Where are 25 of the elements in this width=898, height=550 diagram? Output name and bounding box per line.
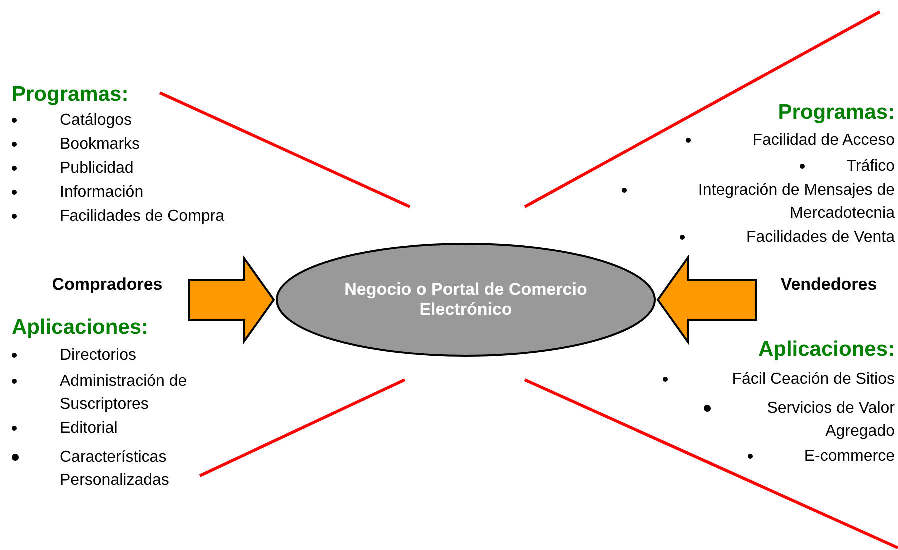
section-heading: Aplicaciones: (12, 315, 150, 341)
section-heading: Programas: (12, 82, 130, 108)
block-arrow (188, 254, 276, 346)
list-item: Facilidades de Compra (60, 207, 226, 227)
list-item: Publicidad (60, 159, 135, 179)
list-item: Características Personalizadas (60, 448, 170, 491)
list-item: Bookmarks (60, 135, 142, 155)
list-item: Facilidad de Acceso (752, 131, 895, 151)
list-item: Directorios (60, 346, 138, 366)
node-label: Compradores (51, 275, 164, 295)
list-item: Facilidades de Venta (745, 228, 895, 248)
list-item: Integración de Mensajes de Mercadotecnia (697, 181, 895, 224)
section-heading: Aplicaciones: (757, 337, 895, 363)
node-title: Negocio o Portal de Comercio Electrónico (344, 280, 588, 320)
section-heading: Programas: (777, 100, 895, 126)
list-item: Tráfico (846, 157, 895, 177)
block-arrow (656, 254, 757, 346)
list-item: Catálogos (60, 111, 134, 131)
list-item: Servicios de Valor Agregado (766, 399, 895, 442)
list-item: Información (60, 183, 145, 203)
list-item: E-commerce (803, 447, 895, 467)
list-item: Editorial (60, 419, 119, 439)
list-item: Administración de Suscriptores (60, 372, 188, 415)
node-label: Vendedores (780, 275, 878, 295)
list-item: Fácil Ceación de Sitios (731, 370, 895, 390)
